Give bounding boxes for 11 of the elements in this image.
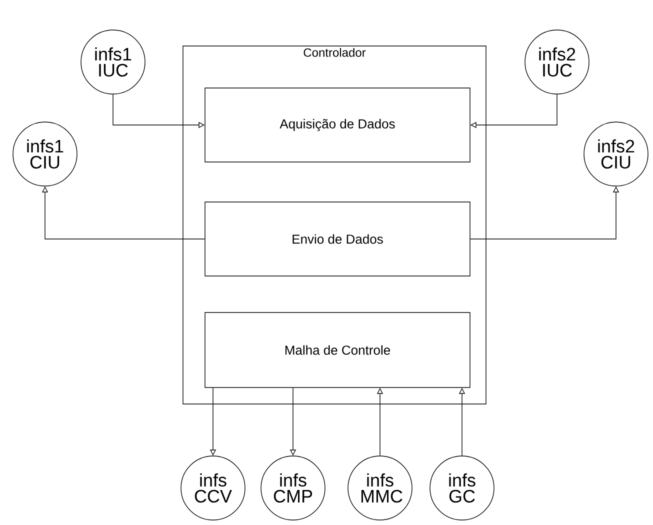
process-box: Envio de Dados	[204, 202, 470, 276]
circle-node: infs2 CIU	[584, 122, 648, 186]
circle-node: infs CCV	[180, 456, 246, 520]
circle-node: infs2 IUC	[524, 30, 590, 94]
circle-node: infs1 IUC	[80, 30, 146, 94]
circle-node: infs GC	[430, 456, 494, 520]
process-box: Malha de Controle	[204, 312, 470, 388]
circle-node: infs1 CIU	[12, 122, 78, 186]
process-box: Aquisição de Dados	[204, 88, 470, 162]
circle-node: infs CMP	[260, 456, 326, 520]
circle-node: infs MMC	[348, 456, 412, 520]
